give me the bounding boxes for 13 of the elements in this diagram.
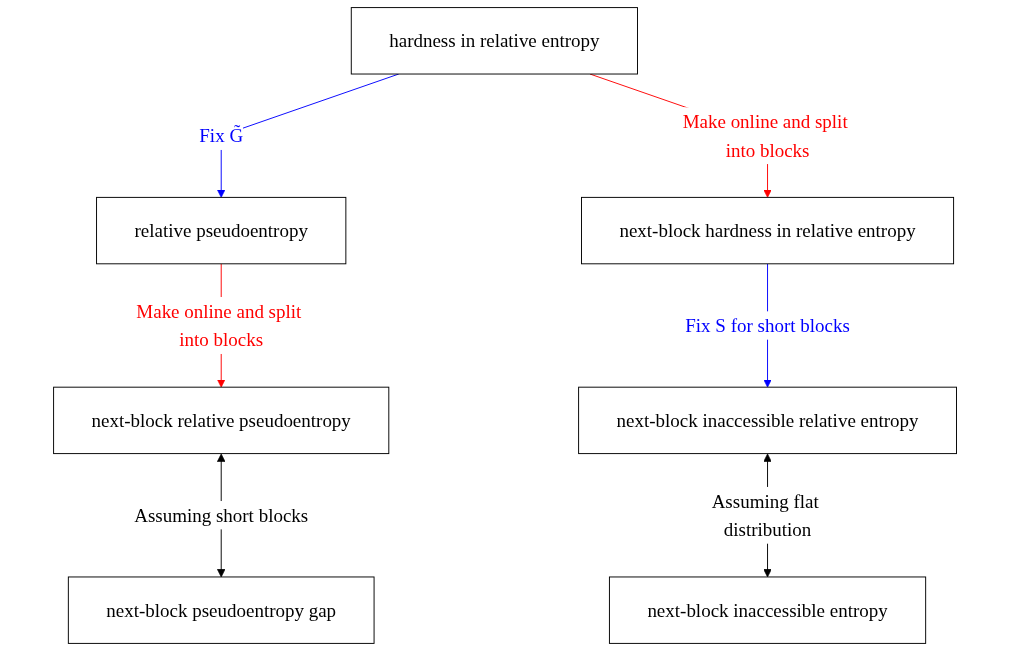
edge-label: Fix G̃: [199, 125, 244, 147]
node-box: next-block relative pseudoentropy: [53, 386, 390, 455]
node-box: next-block pseudoentropy gap: [68, 576, 375, 644]
node-box: next-block inaccessible entropy: [609, 576, 927, 644]
node-box: relative pseudoentropy: [96, 196, 347, 265]
node-box: next-block inaccessible relative entropy: [578, 386, 958, 455]
edge-label: Assuming flat distribution: [712, 490, 820, 540]
edge-label: Assuming short blocks: [134, 504, 309, 526]
edge-label: Make online and split into blocks: [136, 300, 302, 351]
edge-label: Make online and split into blocks: [683, 111, 849, 161]
node-box: hardness in relative entropy: [351, 7, 639, 75]
node-box: next-block hardness in relative entropy: [581, 196, 955, 265]
edge-label: Fix S for short blocks: [685, 315, 851, 336]
